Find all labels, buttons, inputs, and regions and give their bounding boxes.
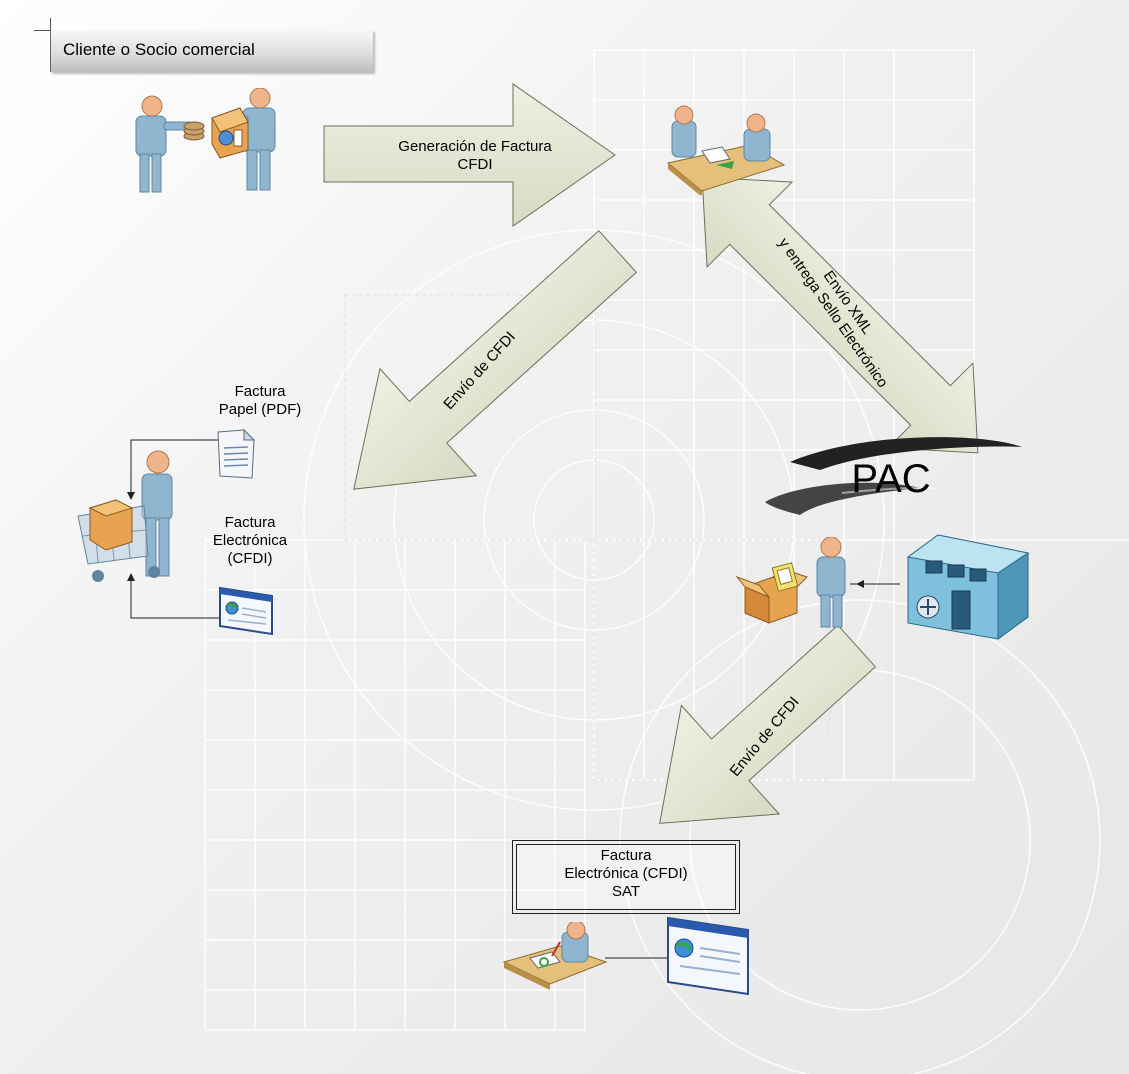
building-icon	[906, 534, 1030, 640]
page-title: Cliente o Socio comercial	[63, 40, 255, 59]
title-corner-mark	[50, 18, 51, 30]
pac-swirl-top	[790, 437, 1022, 470]
web-window-icon	[219, 586, 273, 636]
shopper-cart-icon	[77, 450, 173, 582]
arrow-generacion	[323, 83, 616, 227]
desk-worker-icon	[502, 922, 608, 990]
pac-label: PAC	[851, 457, 931, 501]
web-window-icon	[667, 916, 749, 996]
arrow-envio-left	[353, 230, 638, 490]
pac-swirl-bottom	[765, 482, 920, 515]
people-exchange-icon	[135, 88, 276, 193]
package-courier-icon	[735, 537, 846, 628]
document-icon	[217, 428, 256, 479]
arrow-envio-bottom	[659, 624, 877, 824]
desk-meeting-icon	[666, 105, 786, 195]
title-corner-mark	[34, 30, 50, 31]
title-box: Cliente o Socio comercial	[50, 30, 373, 72]
